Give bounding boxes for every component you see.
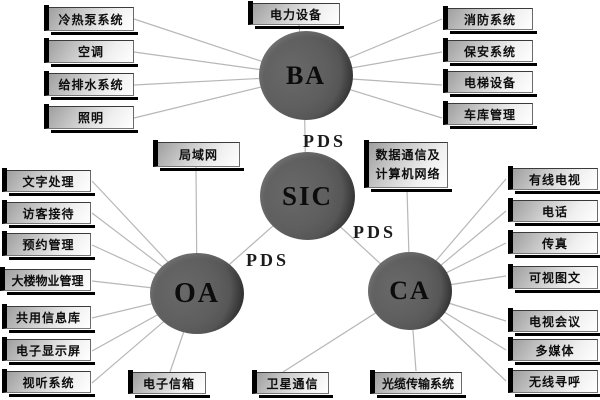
box-telephone: 电话 [508, 198, 600, 226]
box-lighting: 照明 [44, 104, 138, 133]
node-ca: CA [368, 252, 452, 330]
box-security-system: 保安系统 [443, 38, 537, 66]
box-fax: 传真 [508, 230, 600, 258]
box-shared-info-database: 共用信息库 [2, 304, 95, 333]
box-audio-visual-system: 视听系统 [2, 369, 95, 397]
box-air-conditioning: 空调 [44, 38, 138, 67]
box-email: 电子信箱 [128, 370, 210, 398]
box-electronic-display: 电子显示屏 [2, 337, 95, 365]
pds-label-sic-ca: PDS [353, 222, 397, 242]
box-data-comm-network-line1: 数据通信及 [375, 148, 441, 163]
node-ba: BA [259, 31, 353, 120]
box-lan: 局域网 [153, 140, 244, 171]
box-elevator-equipment: 电梯设备 [443, 69, 537, 97]
box-optical-fiber-system: 光缆传输系统 [370, 370, 466, 398]
box-multimedia: 多媒体 [508, 337, 600, 365]
box-reservation-management: 预约管理 [2, 231, 95, 260]
box-power-equipment: 电力设备 [248, 1, 344, 29]
box-cable-tv: 有线电视 [508, 166, 600, 194]
box-videotex: 可视图文 [508, 264, 600, 293]
box-wireless-paging: 无线寻呼 [508, 368, 600, 397]
box-building-property-management: 大楼物业管理 [0, 267, 95, 295]
box-visitor-reception: 访客接待 [2, 200, 95, 228]
box-fire-protection: 消防系统 [443, 6, 537, 34]
box-satellite-communication: 卫星通信 [252, 370, 333, 398]
box-video-conference: 电视会议 [508, 308, 600, 336]
box-heat-pump-system: 冷热泵系统 [44, 5, 138, 35]
box-water-supply-drainage: 给排水系统 [44, 71, 138, 100]
pds-label-sic-oa: PDS [246, 250, 290, 270]
box-garage-management: 车库管理 [443, 101, 537, 129]
box-word-processing: 文字处理 [2, 168, 95, 196]
node-sic: SIC [260, 152, 355, 240]
box-data-comm-network-line2: 计算机网络 [375, 167, 441, 181]
box-data-comm-network: 数据通信及 计算机网络 [364, 140, 452, 192]
pds-label-ba-sic: PDS [303, 131, 347, 151]
node-oa: OA [150, 253, 244, 334]
